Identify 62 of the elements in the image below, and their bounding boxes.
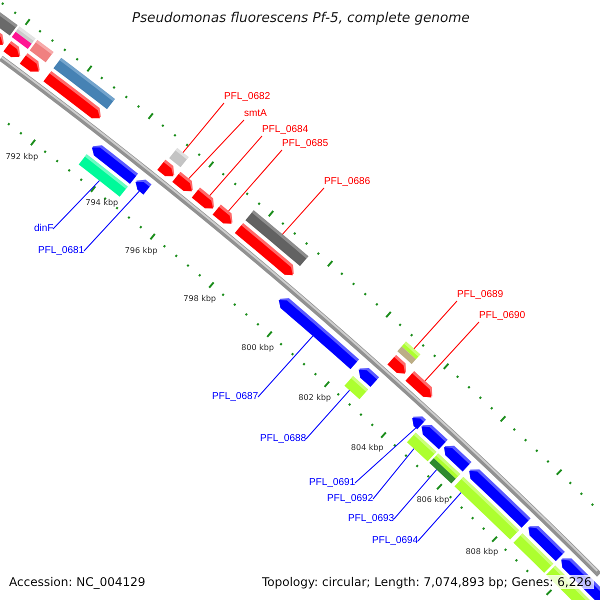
gene-label: PFL_0691: [309, 477, 356, 489]
map-title: Pseudomonas fluorescens Pf-5, complete genome: [132, 10, 470, 26]
gene-block: [212, 204, 232, 224]
leader-line: [209, 136, 262, 196]
gene-block: [358, 368, 380, 387]
leader-line: [414, 300, 458, 350]
scale-label: 792 kbp: [6, 152, 38, 162]
feature-bar: [0, 12, 18, 36]
gene-label: PFL_0688: [260, 433, 306, 445]
leader-line: [354, 428, 416, 484]
gene-block: [444, 446, 472, 472]
gene-label: PFL_0682: [224, 91, 270, 103]
gene-block: [135, 180, 152, 195]
scale-label: 808 kbp: [466, 547, 498, 558]
gene-block: [421, 424, 448, 450]
leader-line: [424, 322, 480, 382]
gene-label: dinF: [34, 223, 54, 235]
gene-block: [387, 354, 406, 374]
leader-line: [258, 336, 314, 398]
leader-line: [394, 469, 438, 520]
gene-label: smtA: [244, 108, 267, 120]
gene-block: [278, 298, 360, 370]
feature-bar: [513, 533, 554, 573]
gene-block: [0, 32, 4, 45]
scale-label: 798 kbp: [183, 294, 216, 304]
gene-block: [157, 160, 174, 176]
gene-label: PFL_0694: [372, 535, 418, 547]
feature-bar: [169, 148, 189, 168]
leader-line: [372, 448, 414, 500]
gene-label: PFL_0686: [324, 176, 370, 188]
gene-block: [192, 187, 214, 209]
gene-block: [92, 145, 138, 184]
gene-label: PFL_0690: [479, 310, 526, 322]
gene-label: PFL_0687: [212, 391, 258, 403]
scale-label: 804 kbp: [350, 443, 384, 454]
gene-label: PFL_0689: [457, 289, 504, 301]
scale-label: 802 kbp: [298, 392, 331, 403]
gene-label: PFL_0684: [262, 124, 308, 136]
leader-line: [182, 102, 224, 154]
leader-line: [188, 120, 244, 179]
leader-line: [282, 188, 324, 235]
gene-label: PFL_0692: [327, 493, 374, 505]
scale-label: 806 kbp: [416, 494, 450, 505]
gene-block: [20, 53, 40, 72]
gene-block: [234, 222, 294, 276]
leader-line: [84, 190, 140, 252]
gene-block: [405, 371, 432, 398]
gene-label: PFL_0685: [282, 138, 328, 150]
genome-summary-text: Topology: circular; Length: 7,074,893 bp; Genes: 6,226: [260, 575, 594, 589]
gene-block: [43, 71, 101, 118]
gene-label: PFL_0681: [38, 245, 84, 257]
gene-block: [3, 40, 20, 58]
gene-label: PFL_0693: [348, 513, 394, 525]
gene-block: [469, 469, 531, 528]
leader-line: [228, 150, 282, 212]
leader-line: [418, 492, 462, 542]
leader-line: [306, 390, 350, 440]
leader-line: [52, 180, 100, 230]
scale-label: 794 kbp: [86, 198, 118, 208]
accession-label: Accession: NC_004129: [9, 575, 146, 589]
gene-block: [172, 172, 193, 192]
scale-label: 796 kbp: [124, 246, 158, 256]
